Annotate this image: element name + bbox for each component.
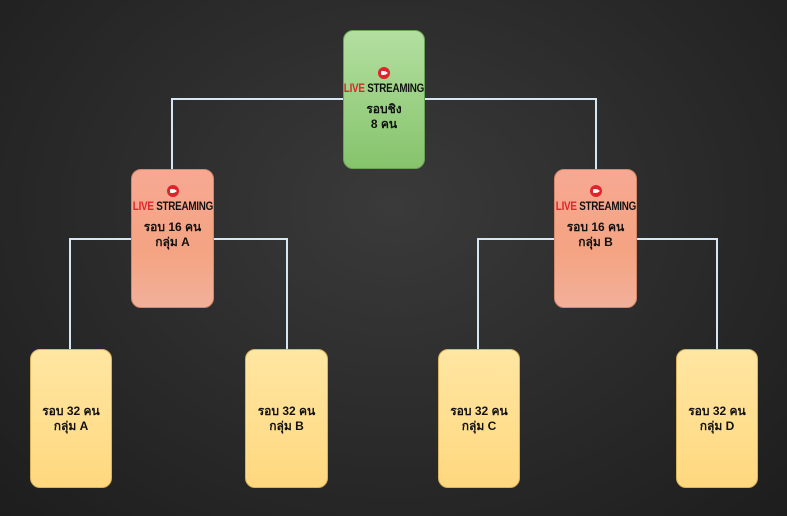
round-label: รอบชิง: [366, 102, 402, 116]
round-16-group-b-node[interactable]: LIVE STREAMING รอบ 16 คน กลุ่ม B: [554, 169, 637, 308]
group-label: กลุ่ม B: [578, 235, 613, 249]
group-label: กลุ่ม B: [269, 418, 304, 433]
connector-final-to-r16-b: [425, 98, 597, 170]
live-word: LIVE: [343, 81, 365, 95]
group-label: กลุ่ม C: [461, 418, 497, 433]
live-streaming-badge: LIVE STREAMING: [335, 67, 433, 96]
round-label: รอบ 32 คน: [42, 403, 100, 418]
player-count-label: 8 คน: [370, 117, 398, 131]
live-word: LIVE: [132, 199, 154, 213]
streaming-word: STREAMING: [578, 199, 636, 213]
group-label: กลุ่ม A: [155, 235, 190, 249]
round-label: รอบ 16 คน: [566, 220, 625, 234]
video-camera-icon: [589, 185, 602, 197]
video-camera-icon: [378, 67, 390, 79]
group-label: กลุ่ม D: [699, 418, 735, 433]
streaming-word: STREAMING: [155, 199, 213, 213]
round-32-group-a-node[interactable]: รอบ 32 คน กลุ่ม A: [30, 349, 112, 488]
connector-final-to-r16-a: [171, 98, 343, 170]
connector-r16-a-to-r32-b: [213, 238, 288, 350]
live-streaming-badge: LIVE STREAMING: [547, 185, 645, 214]
final-round-node[interactable]: LIVE STREAMING รอบชิง 8 คน: [343, 30, 425, 169]
round-32-group-b-node[interactable]: รอบ 32 คน กลุ่ม B: [245, 349, 328, 488]
round-label: รอบ 32 คน: [450, 403, 508, 418]
round-label: รอบ 16 คน: [143, 220, 202, 234]
round-32-group-c-node[interactable]: รอบ 32 คน กลุ่ม C: [438, 349, 520, 488]
live-streaming-badge: LIVE STREAMING: [124, 185, 222, 214]
round-label: รอบ 32 คน: [257, 403, 316, 418]
connector-r16-a-to-r32-a: [69, 238, 132, 350]
connector-r16-b-to-r32-c: [477, 238, 555, 350]
group-label: กลุ่ม A: [53, 418, 89, 433]
video-camera-icon: [166, 185, 179, 197]
connector-r16-b-to-r32-d: [636, 238, 718, 350]
round-32-group-d-node[interactable]: รอบ 32 คน กลุ่ม D: [676, 349, 758, 488]
round-16-group-a-node[interactable]: LIVE STREAMING รอบ 16 คน กลุ่ม A: [131, 169, 214, 308]
live-word: LIVE: [555, 199, 577, 213]
streaming-word: STREAMING: [367, 81, 425, 95]
round-label: รอบ 32 คน: [688, 403, 746, 418]
